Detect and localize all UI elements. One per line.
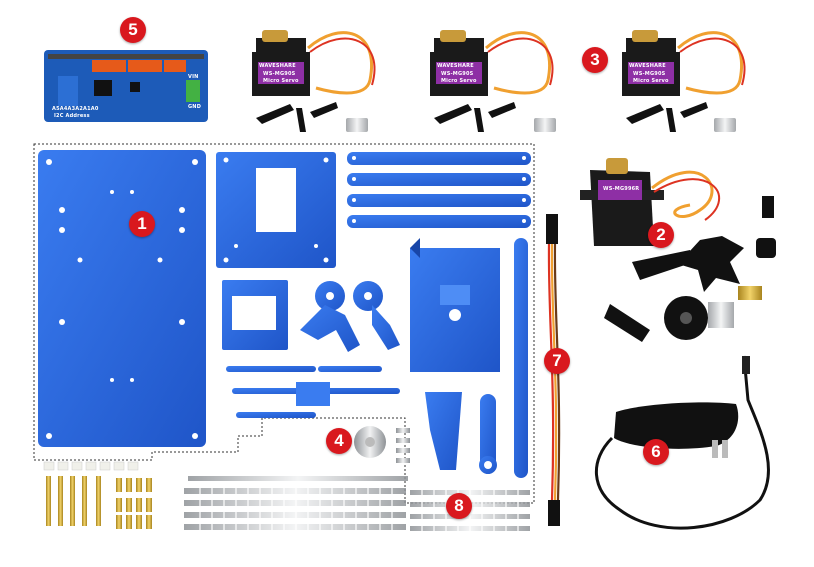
micro-servo-3 [622, 30, 746, 132]
badge-power-adapter: 6 [643, 439, 669, 465]
servo-mount-plate [216, 152, 336, 268]
servo3-brand: WAVESHARE [629, 63, 666, 69]
badge-servo-disc: 4 [326, 428, 352, 454]
hat-addr-label: A5A4A3A2A1A0 [52, 106, 99, 112]
hat-gnd-label: GND [188, 104, 202, 110]
servo1-brand: WAVESHARE [259, 63, 296, 69]
badge-hardware: 8 [446, 493, 472, 519]
acrylic-parts-outline [33, 143, 535, 504]
badge-base-plate: 1 [129, 211, 155, 237]
badge-standard-servo: 2 [648, 222, 674, 248]
servo2-sub: Micro Servo [441, 78, 477, 84]
hat-vin-label: VIN [188, 74, 199, 80]
servo-driver-hat [44, 50, 208, 122]
link-rods [226, 366, 400, 418]
base-plate [38, 150, 206, 447]
standoffs-brass [46, 476, 152, 529]
nylon-spacers [43, 461, 139, 471]
large-servo-model: WS-MG996R [603, 186, 640, 192]
claw-gears [300, 281, 400, 352]
power-adapter [595, 355, 770, 530]
servo3-sub: Micro Servo [633, 78, 669, 84]
servo1-model: WS-MG90S [263, 71, 296, 77]
hat-i2c-label: I2C Address [54, 113, 90, 119]
servo2-brand: WAVESHARE [437, 63, 474, 69]
servo3-model: WS-MG90S [633, 71, 666, 77]
badge-driver-hat: 5 [120, 17, 146, 43]
arm-bars [347, 152, 531, 228]
servo2-model: WS-MG90S [441, 71, 474, 77]
badge-micro-servos: 3 [582, 47, 608, 73]
vertical-bar [514, 238, 528, 478]
micro-servo-1 [252, 30, 376, 132]
standard-servo [580, 158, 776, 342]
slot-arm [480, 394, 496, 474]
servo1-sub: Micro Servo [263, 78, 299, 84]
micro-servo-2 [430, 30, 554, 132]
support-arm [425, 392, 462, 470]
servo-disc [354, 426, 386, 458]
u-bracket [410, 238, 500, 372]
badge-extension-cable: 7 [544, 348, 570, 374]
